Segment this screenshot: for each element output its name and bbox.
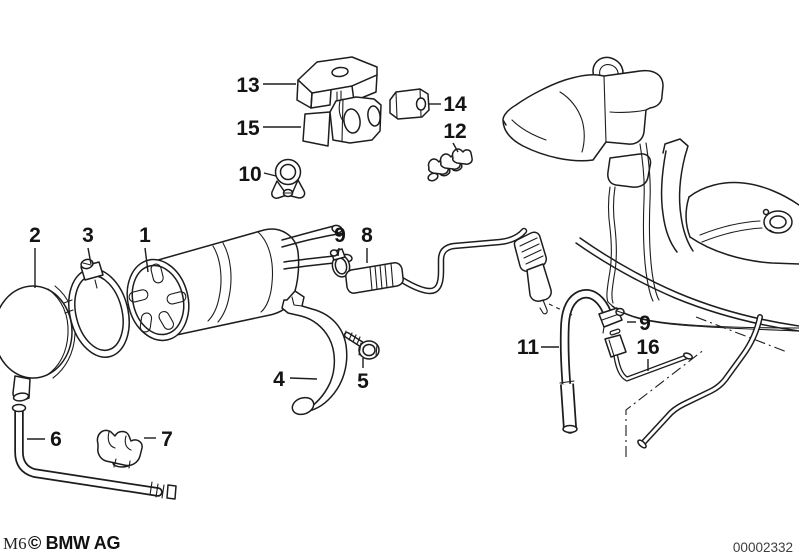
drawing-code-text: 00002332 [733,540,793,555]
callout-7: 7 [144,428,173,451]
callout-12: 12 [443,120,467,153]
callout-label-2[interactable]: 2 [29,224,41,247]
pipe-part-16 [604,328,694,382]
callout-label-9-right[interactable]: 9 [639,312,651,335]
filler-cap [762,208,793,234]
callout-13: 13 [236,74,296,97]
callout-2: 2 [29,224,41,288]
holder-part-15 [302,96,382,147]
leader-10 [263,172,277,177]
callout-14: 14 [428,93,467,116]
hose-clamp-part-10 [271,158,306,199]
hose-part-11 [559,289,615,434]
callout-label-4[interactable]: 4 [273,368,285,391]
fuel-tank [660,138,799,265]
callout-11: 11 [517,336,559,359]
callout-4: 4 [273,368,318,391]
callout-label-1[interactable]: 1 [139,224,151,247]
callout-label-9-left[interactable]: 9 [334,224,346,247]
clamp-ring-part-3 [63,258,130,358]
callout-3: 3 [82,224,94,265]
end-cap-part-2 [0,285,76,402]
callout-label-13[interactable]: 13 [236,74,259,97]
body-panel-lines [575,237,799,332]
callout-9-right: 9 [627,312,651,335]
callout-15: 15 [236,117,301,140]
leader-9-left [337,247,340,257]
rear-vent-tube [637,314,763,449]
callout-label-7[interactable]: 7 [161,428,173,451]
callout-label-16[interactable]: 16 [636,336,659,359]
callout-16: 16 [636,336,660,371]
copyright-text: © BMW AG [28,533,120,553]
tube-clip-part-7 [96,429,143,469]
callout-1: 1 [139,224,151,273]
callout-label-5[interactable]: 5 [357,370,369,393]
callout-8: 8 [361,224,373,263]
screw-part-5 [343,330,380,360]
pipe-end-connector [513,231,552,315]
hose-part-6 [11,403,177,500]
callout-9-left: 9 [334,224,346,257]
callout-label-8[interactable]: 8 [361,224,373,247]
page-marker-text: M6 [3,534,27,553]
carbon-canister-part-1 [126,224,353,342]
canister-face [126,258,190,342]
panel-outline-dashdot [625,316,788,457]
callout-label-12[interactable]: 12 [443,120,466,143]
callout-label-14[interactable]: 14 [443,93,467,116]
footer: M6 © BMW AG 00002332 [3,533,793,555]
expansion-tank [502,56,664,188]
tank-strap [660,138,694,253]
callout-label-11[interactable]: 11 [517,336,540,359]
callout-label-15[interactable]: 15 [236,117,260,140]
leader-1 [144,247,149,273]
bracket-part-4 [281,290,348,416]
callout-label-6[interactable]: 6 [50,428,62,451]
callout-5: 5 [357,358,369,393]
callout-label-10[interactable]: 10 [238,163,261,186]
callouts-layer: 13 15 14 12 10 2 3 1 [27,74,660,451]
leader-12 [452,142,459,153]
callout-6: 6 [27,428,62,451]
callout-label-3[interactable]: 3 [82,224,94,247]
callout-10: 10 [238,163,277,186]
leader-4 [289,377,318,380]
pipe-part-8 [345,227,573,316]
leader-3 [87,247,92,265]
tube-clip-part-12 [427,148,473,182]
hose-clamp-part-9-right [598,307,625,334]
connector-part-14 [389,88,430,120]
